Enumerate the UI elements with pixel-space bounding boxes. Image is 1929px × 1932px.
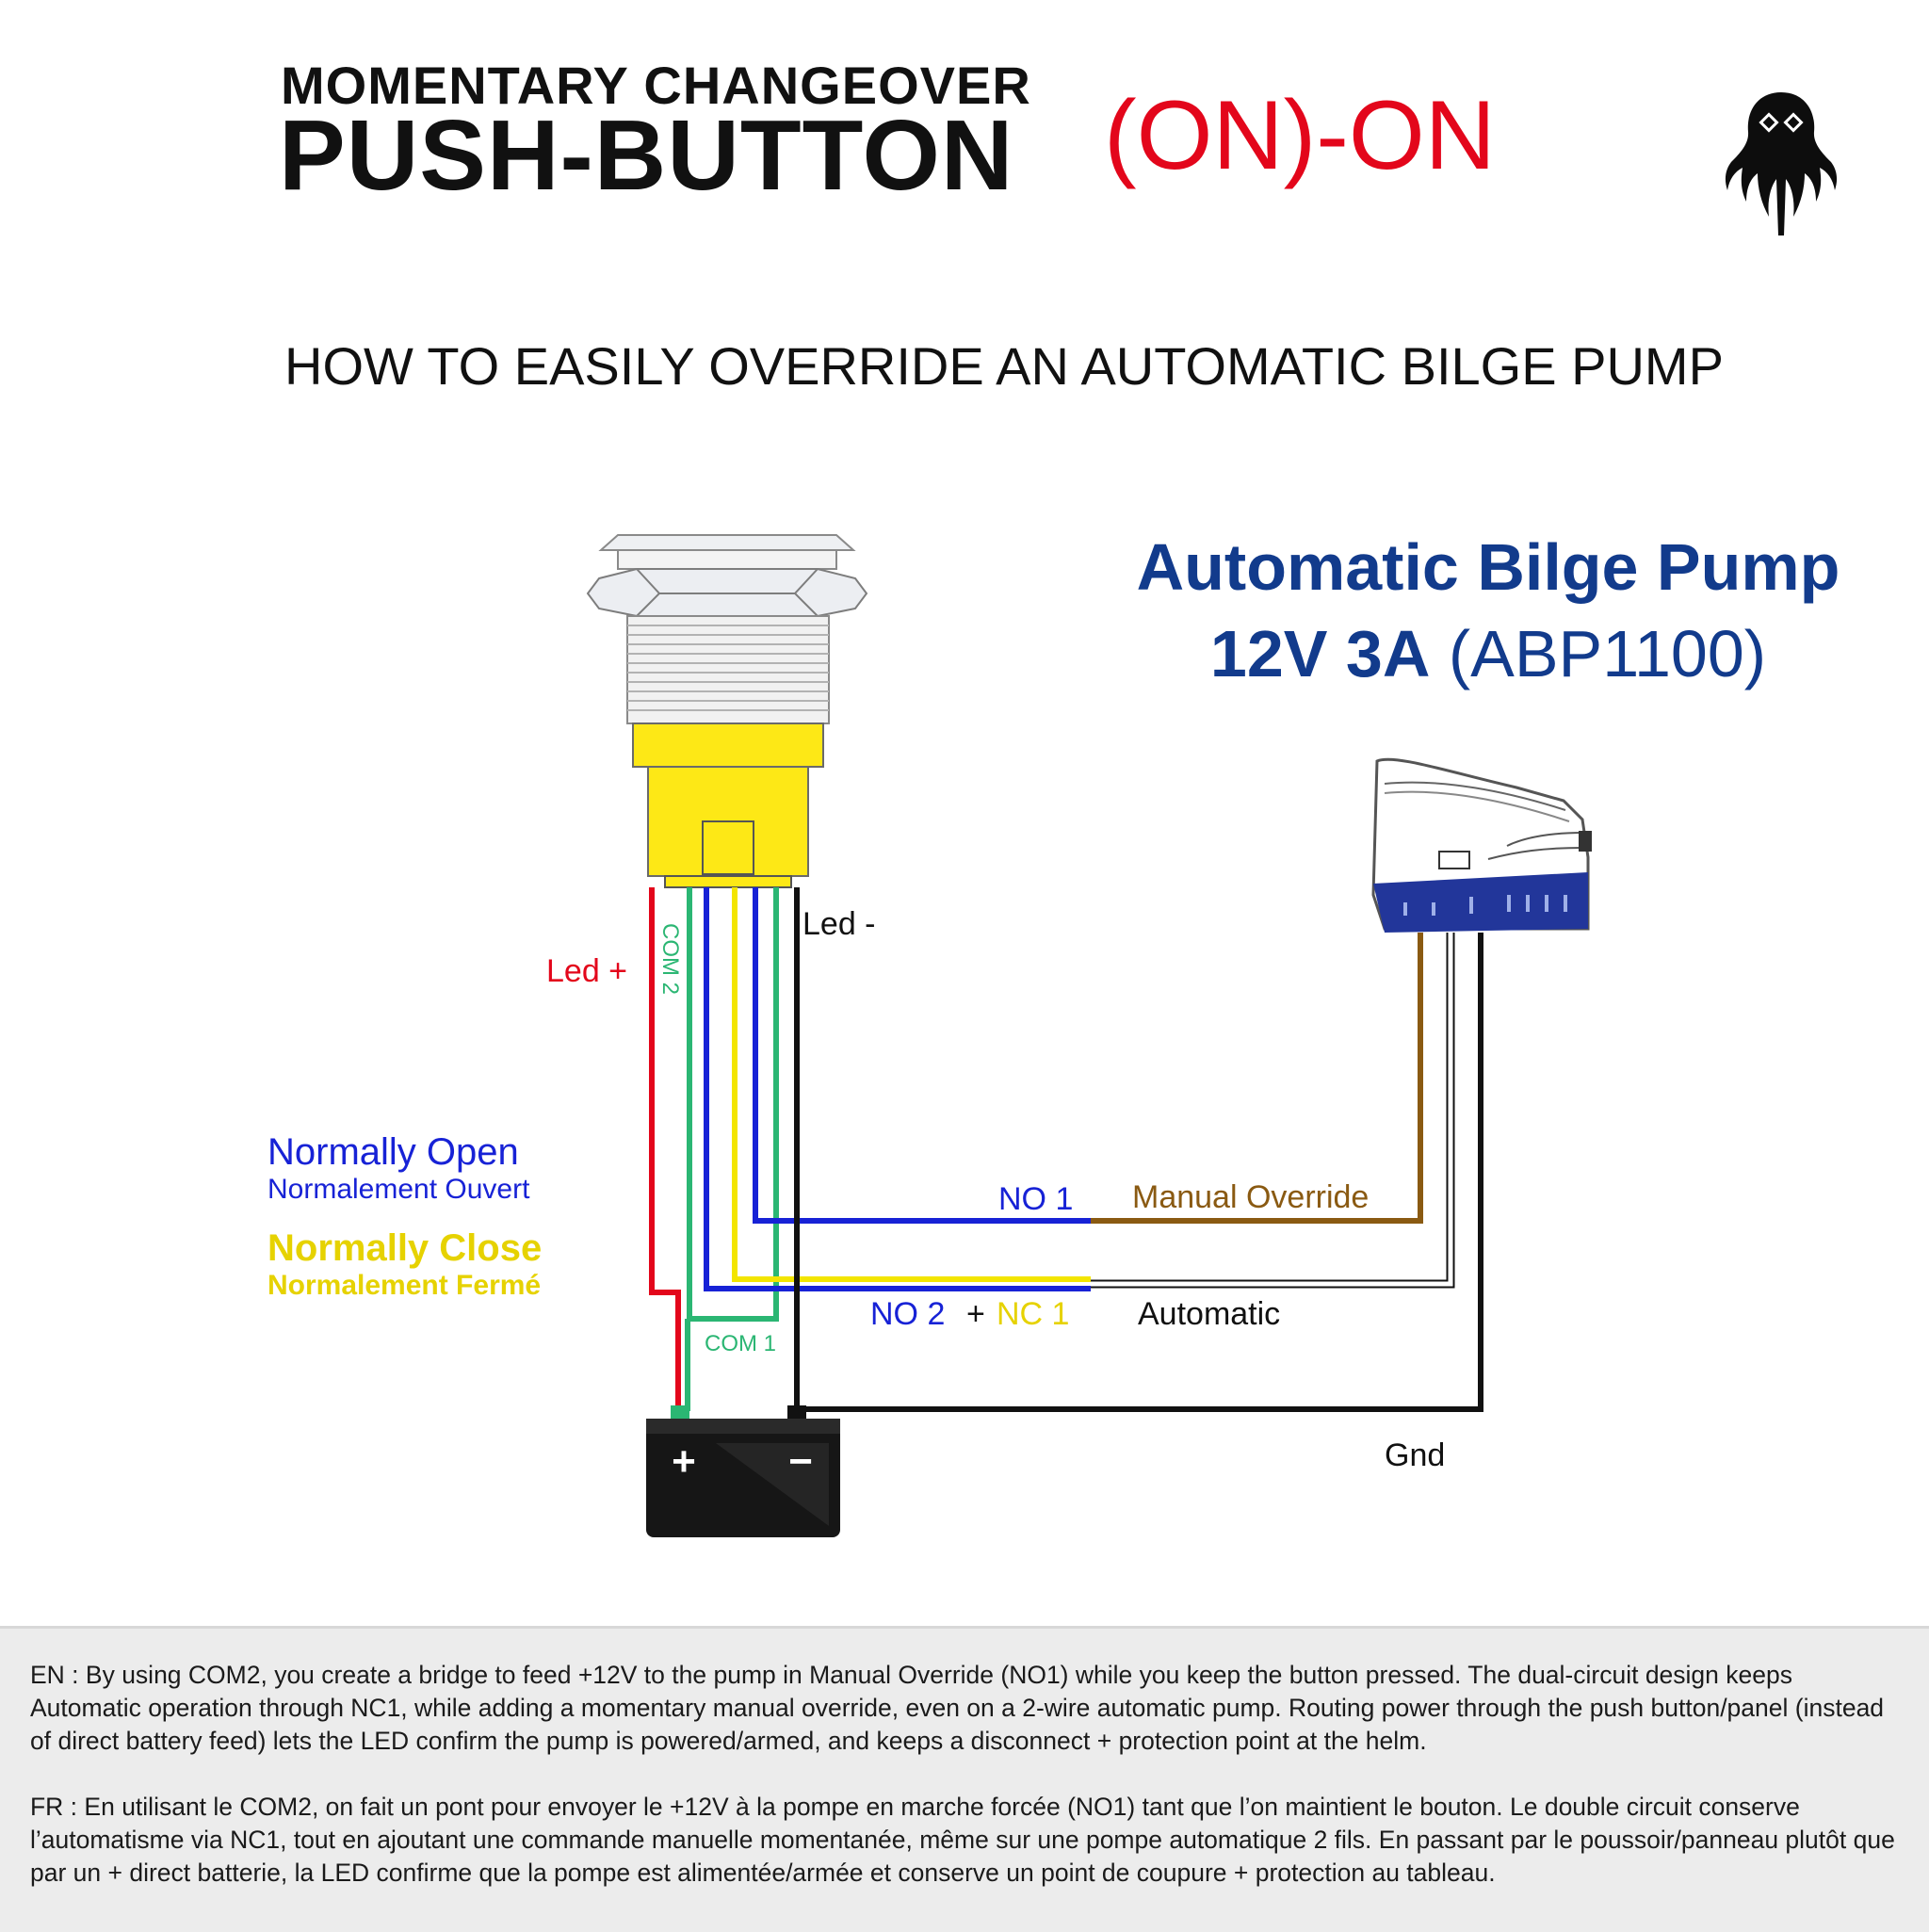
wire-manual-override-brown — [1091, 933, 1423, 1224]
label-led-minus: Led - — [802, 906, 876, 942]
wire-gnd-black — [797, 933, 1483, 1412]
wire-no2-blue — [704, 887, 1091, 1291]
switch-mode-label: (ON)-ON — [1104, 81, 1496, 190]
pump-rating: 12V 3A (ABP1100) — [1135, 614, 1841, 693]
push-button-switch — [586, 534, 868, 888]
battery-icon: + − — [646, 1405, 840, 1537]
octopus-logo-icon — [1725, 92, 1838, 235]
footer-description: EN : By using COM2, you create a bridge … — [0, 1626, 1929, 1932]
wire-com2-green — [687, 887, 779, 1322]
label-manual-override: Manual Override — [1132, 1179, 1369, 1215]
footer-text-en: EN : By using COM2, you create a bridge … — [30, 1661, 1885, 1755]
bilge-pump-icon — [1371, 757, 1592, 933]
label-led-plus: Led + — [546, 953, 627, 989]
battery-minus-label: − — [788, 1438, 813, 1485]
pump-voltage-current: 12V 3A — [1209, 617, 1431, 690]
wire-led-plus-red — [649, 887, 681, 1411]
wire-no1-blue — [753, 887, 1091, 1224]
legend-normalement-ferme: Normalement Fermé — [267, 1270, 541, 1301]
title-line-2: PUSH-BUTTON — [279, 100, 1014, 211]
battery-plus-label: + — [672, 1438, 696, 1485]
title-line-1: MOMENTARY CHANGEOVER — [281, 56, 1031, 115]
wire-automatic-white-outline — [1091, 933, 1455, 1289]
label-gnd: Gnd — [1385, 1437, 1445, 1473]
wire-automatic-white — [1091, 933, 1453, 1287]
label-plus-sign: + — [966, 1296, 985, 1332]
legend-normally-open: Normally Open — [267, 1131, 519, 1173]
legend-normally-close: Normally Close — [267, 1227, 542, 1269]
subtitle: HOW TO EASILY OVERRIDE AN AUTOMATIC BILG… — [284, 336, 1724, 396]
pump-model: (ABP1100) — [1448, 617, 1767, 690]
pump-title: Automatic Bilge Pump — [1136, 530, 1840, 604]
label-no1: NO 1 — [998, 1181, 1073, 1217]
label-automatic: Automatic — [1138, 1296, 1280, 1332]
label-com1: COM 1 — [705, 1331, 776, 1356]
wire-nc1-yellow — [732, 887, 1091, 1282]
label-nc1: NC 1 — [997, 1296, 1069, 1332]
legend-normalement-ouvert: Normalement Ouvert — [267, 1174, 530, 1205]
footer-text-fr: FR : En utilisant le COM2, on fait un po… — [30, 1793, 1895, 1887]
wiring-diagram: + − Led + Led - COM 2 COM 1 NO 1 Manual … — [267, 534, 1592, 1537]
label-com2: COM 2 — [657, 923, 683, 995]
label-no2: NO 2 — [870, 1296, 945, 1332]
